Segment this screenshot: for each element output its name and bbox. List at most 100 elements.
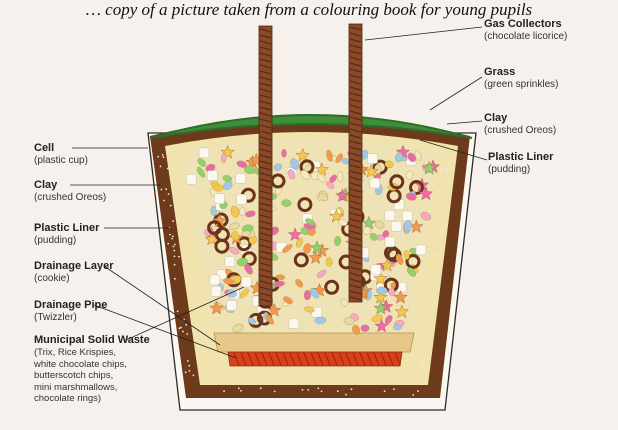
clay-speck (433, 303, 435, 305)
clay-speck (174, 278, 176, 280)
label-drainage-layer-sub: (cookie) (34, 273, 113, 285)
label-plastic-liner-right: Plastic Liner (pudding) (488, 151, 553, 176)
clay-speck (188, 365, 190, 367)
clay-speck (171, 238, 173, 240)
label-msw-line: white chocolate chips, (34, 359, 150, 371)
clay-speck (182, 331, 184, 333)
leader-grass (430, 77, 482, 110)
label-plastic-liner-right-title: Plastic Liner (488, 151, 553, 164)
clay-speck (187, 360, 189, 362)
clay-speck (417, 390, 419, 392)
label-cell-sub: (plastic cup) (34, 155, 88, 167)
clay-speck (238, 387, 240, 389)
clay-speck (437, 284, 439, 286)
clay-speck (448, 162, 450, 164)
clay-speck (317, 387, 319, 389)
cereal-piece (221, 153, 226, 163)
cereal-piece (281, 149, 287, 157)
clay-speck (163, 200, 165, 202)
clay-speck (274, 391, 276, 393)
clay-speck (162, 154, 164, 156)
label-clay-left-title: Clay (34, 179, 106, 192)
label-msw-line: chocolate rings) (34, 393, 150, 405)
clay-speck (185, 324, 187, 326)
label-msw-line: mini marshmallows, (34, 382, 150, 394)
clay-speck (440, 171, 442, 173)
label-msw-title: Municipal Solid Waste (34, 334, 150, 347)
marshmallow (214, 194, 224, 204)
clay-speck (432, 269, 434, 271)
clay-speck (447, 165, 449, 167)
label-plastic-liner-left: Plastic Liner (pudding) (34, 222, 99, 247)
clay-speck (337, 390, 339, 392)
clay-speck (161, 189, 163, 191)
clay-speck (438, 266, 440, 268)
marshmallow (236, 173, 246, 183)
label-drainage-pipe-sub: (Twizzler) (34, 312, 107, 324)
clay-speck (178, 256, 180, 258)
clay-speck (186, 333, 188, 335)
clay-speck (174, 256, 176, 258)
leader-clay-right (447, 121, 482, 124)
label-gas-collectors-sub: (chocolate licorice) (484, 31, 567, 43)
clay-speck (440, 204, 442, 206)
clay-speck (260, 387, 262, 389)
marshmallow (289, 318, 299, 328)
marshmallow (416, 245, 426, 255)
cereal-piece (361, 325, 370, 332)
label-cell-title: Cell (34, 142, 88, 155)
drainage-layer (214, 333, 414, 352)
clay-speck (423, 369, 425, 371)
label-grass-title: Grass (484, 66, 558, 79)
clay-speck (345, 394, 347, 396)
marshmallow (225, 257, 235, 267)
clay-speck (422, 367, 424, 369)
marshmallow (402, 211, 412, 221)
marshmallow (237, 194, 247, 204)
clay-speck (174, 244, 176, 246)
clay-speck (177, 310, 179, 312)
clay-speck (442, 228, 444, 230)
marshmallow (211, 286, 221, 296)
label-msw-line: butterscotch chips, (34, 370, 150, 382)
clay-speck (384, 390, 386, 392)
marshmallow (207, 171, 217, 181)
clay-speck (446, 170, 448, 172)
marshmallow (227, 301, 237, 311)
clay-speck (441, 179, 443, 181)
clay-speck (443, 217, 445, 219)
clay-speck (427, 337, 429, 339)
marshmallow (210, 275, 220, 285)
clay-speck (168, 193, 170, 195)
clay-speck (435, 259, 437, 261)
clay-speck (430, 303, 432, 305)
label-clay-right-sub: (crushed Oreos) (484, 125, 556, 137)
label-clay-left: Clay (crushed Oreos) (34, 179, 106, 204)
clay-speck (180, 327, 182, 329)
clay-speck (160, 166, 162, 168)
cereal-piece (239, 207, 245, 215)
clay-speck (167, 168, 169, 170)
clay-speck (440, 234, 442, 236)
clay-speck (441, 167, 443, 169)
label-plastic-liner-left-sub: (pudding) (34, 235, 99, 247)
clay-speck (437, 217, 439, 219)
clay-speck (307, 389, 309, 391)
label-gas-collectors: Gas Collectors (chocolate licorice) (484, 18, 567, 43)
marshmallow (385, 211, 395, 221)
clay-speck (444, 225, 446, 227)
clay-speck (173, 250, 175, 252)
marshmallow (371, 265, 381, 275)
clay-speck (431, 306, 433, 308)
clay-speck (163, 156, 165, 158)
marshmallow (370, 178, 380, 188)
clay-speck (173, 246, 175, 248)
label-drainage-pipe-title: Drainage Pipe (34, 299, 107, 312)
label-plastic-liner-right-sub: (pudding) (488, 164, 553, 176)
clay-speck (423, 364, 425, 366)
clay-speck (424, 359, 426, 361)
clay-speck (185, 371, 187, 373)
clay-speck (418, 381, 420, 383)
clay-speck (438, 255, 440, 257)
label-grass-sub: (green sprinkles) (484, 79, 558, 91)
